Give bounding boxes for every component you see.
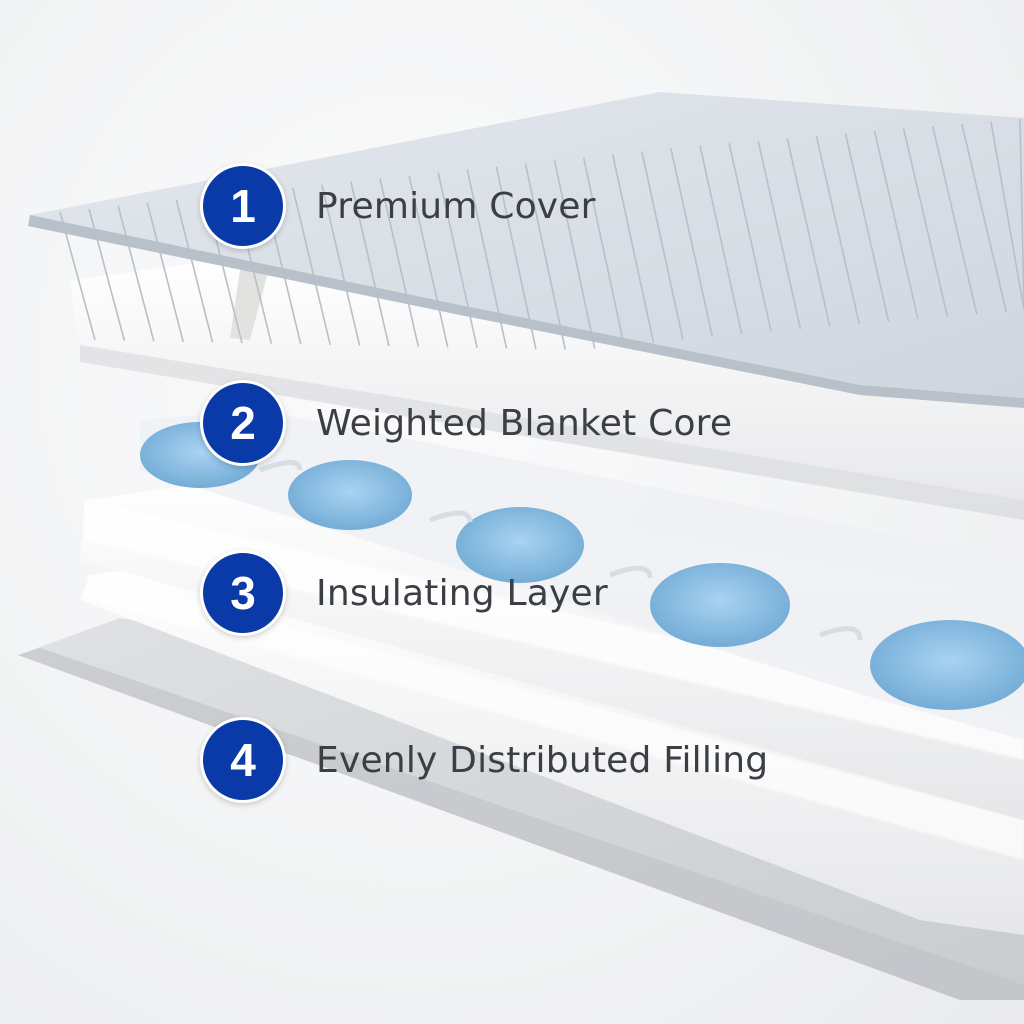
stitch-line: [291, 187, 331, 346]
stitch-line: [670, 148, 714, 337]
stitch-line: [990, 121, 1024, 310]
callout-label: Insulating Layer: [316, 572, 608, 614]
number-badge: 2: [200, 380, 286, 466]
stitch-line: [88, 208, 126, 341]
stitch-line: [175, 199, 214, 343]
stitch-line: [524, 163, 567, 350]
stitch-line: [1019, 118, 1024, 308]
stitch-line: [873, 130, 919, 320]
stitch-line: [641, 151, 684, 340]
stitch-line: [495, 166, 537, 350]
stitch-line: [699, 145, 743, 334]
stitch-line: [815, 135, 861, 325]
callout-weighted-core: 2 Weighted Blanket Core: [200, 380, 732, 466]
stitch-line: [902, 128, 949, 317]
stitch-line: [757, 140, 802, 329]
callout-label: Premium Cover: [316, 185, 596, 227]
number-badge: 1: [200, 163, 286, 249]
stitch-line: [466, 169, 508, 349]
cover-stitching: [59, 118, 1024, 350]
stitch-line: [437, 172, 478, 349]
callout-label: Weighted Blanket Core: [316, 402, 733, 444]
premium-cover-layer: [28, 92, 1024, 408]
number-badge: 3: [200, 550, 286, 636]
callout-insulating-layer: 3 Insulating Layer: [200, 550, 608, 636]
stitch-line: [321, 184, 361, 346]
bead-pocket: [288, 460, 412, 530]
stitch-line: [59, 211, 96, 341]
inner-layer: [70, 255, 1024, 520]
stitch-line: [582, 157, 625, 346]
stitch-line: [553, 160, 596, 349]
callout-premium-cover: 1 Premium Cover: [200, 163, 596, 249]
stitch-line: [786, 138, 831, 327]
bead-pocket: [870, 620, 1024, 710]
stitch-line: [961, 123, 1007, 313]
stitch-line: [408, 175, 449, 348]
bead-pocket: [650, 563, 790, 647]
callout-label: Evenly Distributed Filling: [316, 739, 769, 781]
stitch-line: [844, 133, 890, 322]
fill-layer: [80, 560, 1024, 935]
insulating-layer: [80, 470, 1024, 820]
number-badge: 4: [200, 717, 286, 803]
stitch-line: [350, 181, 390, 347]
callout-filling: 4 Evenly Distributed Filling: [200, 717, 768, 803]
bead-pocket: [456, 507, 584, 583]
stitch-line: [117, 205, 155, 342]
stitch-line: [379, 178, 420, 347]
stitch-line: [728, 143, 772, 332]
stitch-line: [611, 154, 655, 343]
stitch-line: [931, 126, 978, 315]
stitch-line: [146, 202, 184, 343]
weighted-core-layer: [140, 410, 1024, 740]
